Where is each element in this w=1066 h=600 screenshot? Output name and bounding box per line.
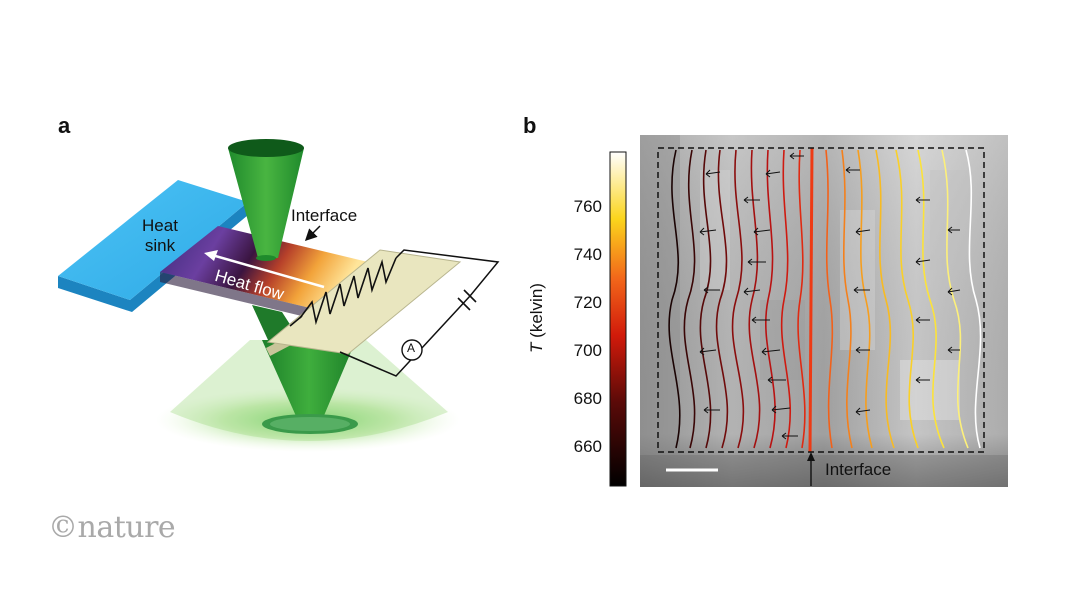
heat-sink: [58, 180, 248, 300]
colorbar-tick-680: 680: [573, 389, 602, 408]
resistor-zigzag-icon: [299, 257, 397, 326]
interface-label-a: Interface: [291, 206, 358, 225]
ammeter-icon: [401, 339, 423, 361]
isotherm-contours: [668, 147, 982, 453]
sample-bar: [160, 226, 368, 308]
heat-sink-label-line2: sink: [144, 236, 176, 255]
lower-beam-cone: [262, 340, 356, 425]
heat-sink-side: [58, 202, 248, 312]
upper-beam-top: [228, 139, 304, 157]
circuit-wire: [339, 249, 500, 377]
heat-sink-label: Heat sink: [138, 216, 182, 256]
colorbar-tick-740: 740: [573, 245, 602, 264]
colorbar-tick-760: 760: [573, 197, 602, 216]
ammeter-label: A: [407, 341, 416, 355]
heat-flux-arrows: [699, 152, 961, 440]
upper-beam-cone: [228, 148, 304, 258]
colorbar-axis-label: T (kelvin): [527, 233, 547, 403]
region-of-interest-box: [657, 147, 985, 453]
colorbar: [609, 151, 627, 487]
nature-logo: ©nature: [48, 510, 176, 545]
interface-label-b: Interface: [825, 460, 892, 479]
panel-a-label: a: [58, 113, 71, 138]
battery-symbol-icon: [457, 297, 471, 311]
colorbar-axis-label-symbol: T: [527, 342, 546, 353]
heat-sink-label-line1: Heat: [142, 216, 178, 235]
colorbar-axis-label-unit: (kelvin): [527, 283, 546, 343]
heat-flow-arrow-icon: [211, 253, 325, 289]
panel-b-label: b: [523, 113, 537, 138]
interface-pointer-arrow-icon: [304, 225, 321, 242]
colorbar-tick-700: 700: [573, 341, 602, 360]
colorbar-tick-660: 660: [573, 437, 602, 456]
colorbar-tick-720: 720: [573, 293, 602, 312]
